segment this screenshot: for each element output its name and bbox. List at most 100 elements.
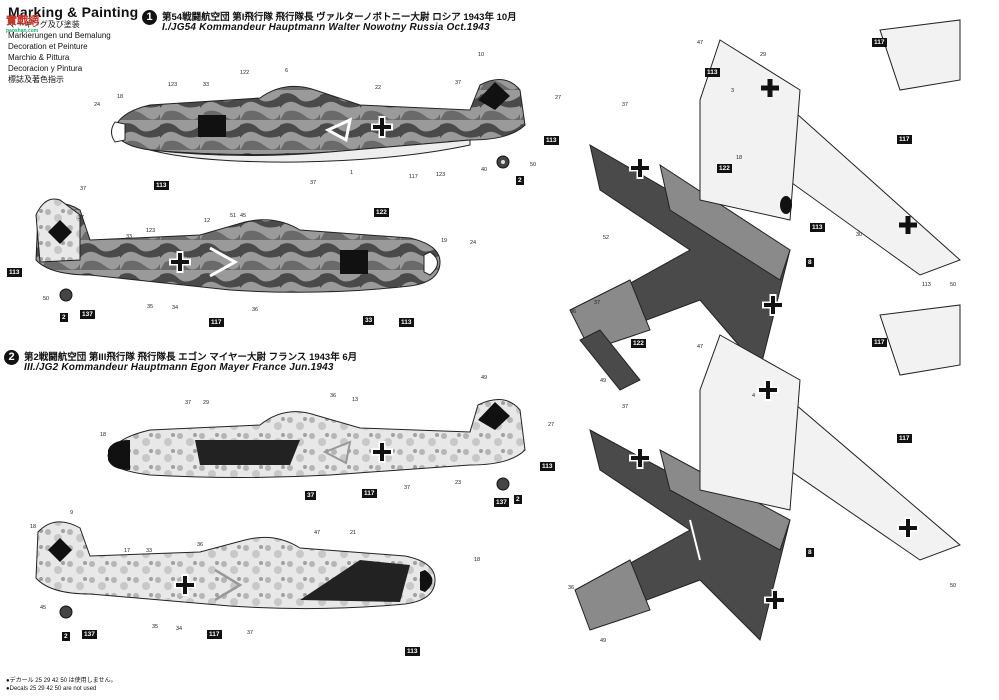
callout: 37 <box>404 485 411 491</box>
callout-box: 122 <box>717 164 732 173</box>
callout: 37 <box>310 180 317 186</box>
callout: 18 <box>30 524 37 530</box>
callout-box: 113 <box>540 462 555 471</box>
callout: 37 <box>80 186 87 192</box>
callout: 33 <box>126 234 133 240</box>
subtitle-it: Marchio & Pittura <box>8 53 70 62</box>
callout-box: 113 <box>405 647 420 656</box>
callout: 35 <box>147 304 154 310</box>
callout: 29 <box>203 400 210 406</box>
bottom-view-1 <box>699 19 961 276</box>
callout: 113 <box>922 282 931 288</box>
callout-box: 113 <box>544 136 559 145</box>
callout: 45 <box>40 605 47 611</box>
side-view-3 <box>107 399 526 491</box>
callout: 36 <box>330 393 337 399</box>
callout: 33 <box>203 82 210 88</box>
callout: 36 <box>197 542 204 548</box>
callout-box: 113 <box>399 318 414 327</box>
callout: 33 <box>146 548 153 554</box>
callout: 23 <box>455 480 462 486</box>
callout: 47 <box>697 344 704 350</box>
subtitle-es: Decoracion y Pintura <box>8 64 83 73</box>
callout: 34 <box>176 626 183 632</box>
callout-box: 137 <box>82 630 97 639</box>
callout-box: 2 <box>62 632 70 641</box>
option-2-title-en: III./JG2 Kommandeur Hauptmann Egon Mayer… <box>24 362 334 373</box>
subtitle-de: Markierungen und Bemalung <box>8 31 111 40</box>
callout: 45 <box>240 213 247 219</box>
option-1-number: 1 <box>142 10 157 25</box>
callout-box: 117 <box>872 38 887 47</box>
callout-box: 117 <box>207 630 222 639</box>
callout-box: 113 <box>7 268 22 277</box>
callout: 12 <box>204 218 211 224</box>
callout: 37 <box>622 102 629 108</box>
callout: 27 <box>555 95 562 101</box>
footer-note-en: ●Decals 25 29 42 50 are not used <box>6 686 97 692</box>
option-2-title-jp: 第2戦闘航空団 第III飛行隊 飛行隊長 エゴン マイヤー大尉 フランス 194… <box>24 352 358 363</box>
callout-box: 2 <box>516 176 524 185</box>
callout: 51 <box>230 213 237 219</box>
callout: 123 <box>436 172 446 178</box>
callout-box: 117 <box>897 135 912 144</box>
callout: 27 <box>548 422 555 428</box>
callout: 47 <box>697 40 704 46</box>
callout: 30 <box>856 232 863 238</box>
callout-box: 137 <box>80 310 95 319</box>
callout-box: 113 <box>810 223 825 232</box>
subtitle-fr: Decoration et Peinture <box>8 42 88 51</box>
callout: 36 <box>570 309 577 315</box>
subtitle-jp: マーキング及び塗装 <box>8 20 80 29</box>
option-2-number: 2 <box>4 350 19 365</box>
callout-box: 113 <box>154 181 169 190</box>
callout: 36 <box>252 307 259 313</box>
callout: 18 <box>100 432 107 438</box>
callout: 19 <box>441 238 448 244</box>
option-1-title-en: I./JG54 Kommandeur Hauptmann Walter Nowo… <box>162 22 490 33</box>
callout: 4 <box>752 393 756 399</box>
bottom-view-2 <box>699 304 961 561</box>
callout: 37 <box>622 404 629 410</box>
callout-box: 122 <box>631 339 646 348</box>
callout: 37 <box>594 300 601 306</box>
callout: 24 <box>470 240 477 246</box>
callout: 18 <box>736 155 743 161</box>
callout: 10 <box>478 52 485 58</box>
callout: 37 <box>185 400 192 406</box>
page-title: Marking & Painting <box>8 4 139 20</box>
callout: 117 <box>409 174 418 180</box>
callout: 3 <box>731 88 735 94</box>
callout: 40 <box>481 167 488 173</box>
top-view-2 <box>574 429 791 641</box>
callout: 50 <box>530 162 537 168</box>
callout: 50 <box>950 282 957 288</box>
callout: 35 <box>152 624 159 630</box>
callout: 1 <box>350 170 354 176</box>
callout-box: 33 <box>363 316 375 325</box>
callout: 52 <box>603 235 610 241</box>
callout: 18 <box>117 94 124 100</box>
side-view-1 <box>111 79 526 169</box>
callout: 37 <box>455 80 462 86</box>
callout-box: 117 <box>872 338 887 347</box>
callout: 34 <box>172 305 179 311</box>
callout-box: 8 <box>806 258 814 267</box>
callout: 47 <box>314 530 321 536</box>
callout-box: 122 <box>374 208 389 217</box>
callout: 123 <box>146 228 156 234</box>
callout: 18 <box>474 557 481 563</box>
callout-box: 8 <box>806 548 814 557</box>
callout: 21 <box>350 530 357 536</box>
callout: 24 <box>94 102 101 108</box>
callout: 36 <box>568 585 575 591</box>
option-1-title-jp: 第54戦闘航空団 第I飛行隊 飛行隊長 ヴァルターノボトニー大尉 ロシア 194… <box>162 12 517 23</box>
callout: 49 <box>600 378 607 384</box>
callout-box: 2 <box>60 313 68 322</box>
callout-box: 2 <box>514 495 522 504</box>
callout: 29 <box>760 52 767 58</box>
side-view-2 <box>35 198 441 302</box>
callout: 9 <box>70 510 74 516</box>
callout-box: 113 <box>705 68 720 77</box>
